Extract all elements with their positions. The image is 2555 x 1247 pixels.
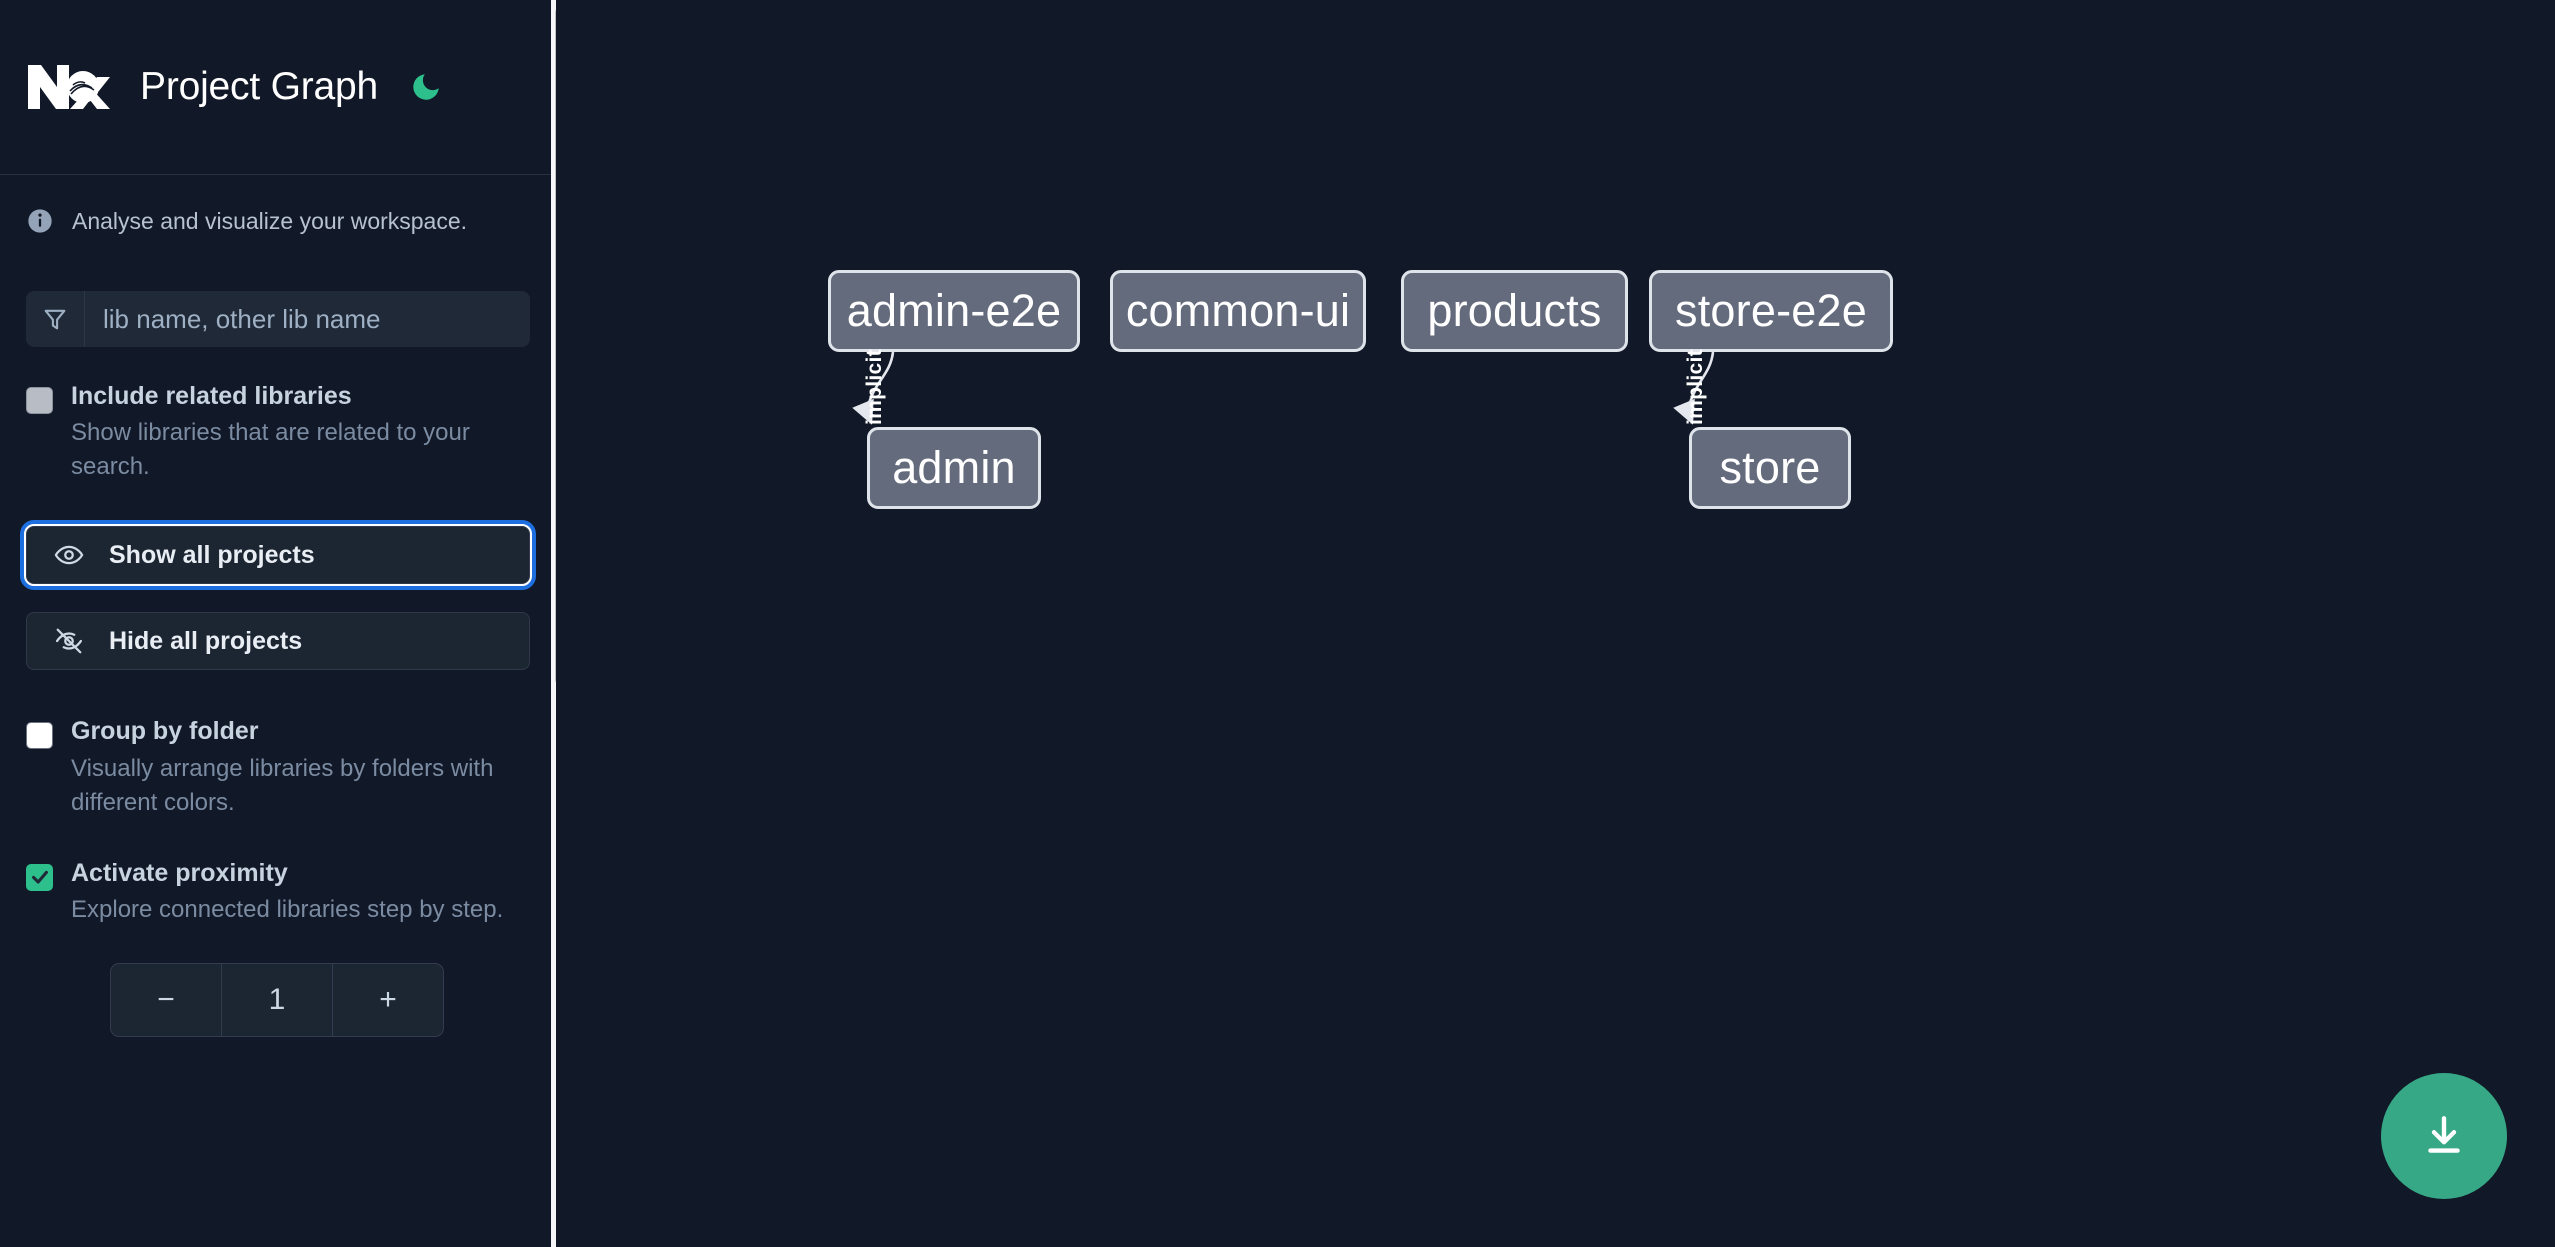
option-group-by-folder[interactable]: Group by folder Visually arrange librari… [26, 716, 530, 819]
nx-logo [28, 65, 110, 109]
info-icon [28, 209, 52, 233]
graph-edges [852, 351, 1715, 425]
graph-node-products[interactable]: products [1401, 270, 1628, 352]
option-include-related-libraries[interactable]: Include related libraries Show libraries… [26, 381, 530, 484]
page-title: Project Graph [140, 65, 379, 108]
eye-icon [53, 539, 85, 571]
check-icon [31, 871, 48, 884]
graph-canvas[interactable]: admin-e2e common-ui products store-e2e a… [573, 0, 2555, 1247]
sidebar-body: Analyse and visualize your workspace. In… [0, 175, 556, 1038]
option-description: Show libraries that are related to your … [71, 419, 470, 481]
edge-label-admin-implicit: implicit [863, 349, 886, 425]
workspace-hint: Analyse and visualize your workspace. [0, 175, 556, 235]
sidebar-header: Project Graph [0, 0, 556, 175]
option-text: Group by folder Visually arrange librari… [71, 716, 516, 819]
moon-glyph [413, 74, 439, 100]
graph-node-store-e2e[interactable]: store-e2e [1649, 270, 1893, 352]
show-all-projects-label: Show all projects [109, 540, 315, 569]
sidebar-scrollbar-thumb[interactable] [555, 6, 556, 686]
workspace-hint-text: Analyse and visualize your workspace. [72, 207, 468, 234]
eye-glyph [54, 546, 84, 565]
edge-store-e2e-store [1673, 351, 1715, 425]
hide-all-projects-label: Hide all projects [109, 626, 303, 655]
download-icon [2428, 1116, 2460, 1153]
download-graph-button[interactable] [2381, 1073, 2507, 1199]
graph-node-common-ui[interactable]: common-ui [1110, 270, 1366, 352]
option-description: Explore connected libraries step by step… [71, 896, 504, 924]
graph-node-admin-e2e[interactable]: admin-e2e [828, 270, 1080, 352]
moon-icon[interactable] [406, 67, 446, 107]
search-input[interactable] [85, 291, 530, 347]
option-activate-proximity[interactable]: Activate proximity Explore connected lib… [26, 858, 530, 927]
option-text: Include related libraries Show libraries… [71, 381, 516, 484]
proximity-increment-button[interactable]: + [379, 983, 397, 1017]
include-related-libraries-checkbox[interactable] [26, 387, 53, 414]
funnel-glyph [44, 309, 66, 330]
option-text: Activate proximity Explore connected lib… [71, 858, 503, 927]
proximity-value: 1 [221, 964, 333, 1037]
graph-node-store[interactable]: store [1689, 427, 1851, 509]
edge-admin-e2e-admin [852, 351, 895, 425]
eye-off-glyph [56, 629, 82, 654]
sidebar-scrollbar[interactable] [551, 0, 556, 1247]
hide-all-projects-button[interactable]: Hide all projects [26, 612, 530, 671]
edge-label-store-implicit: implicit [1684, 349, 1707, 425]
filter-field[interactable] [26, 291, 530, 347]
option-title: Activate proximity [71, 858, 288, 887]
funnel-icon [26, 291, 85, 347]
proximity-decrement-button[interactable]: − [157, 983, 175, 1017]
proximity-stepper: − 1 + [110, 963, 444, 1038]
graph-node-admin[interactable]: admin [867, 427, 1041, 509]
eye-off-icon [53, 625, 85, 657]
option-description: Visually arrange libraries by folders wi… [71, 754, 494, 816]
option-title: Group by folder [71, 717, 259, 746]
sidebar: Project Graph Analyse and visualize your… [0, 0, 556, 1247]
group-by-folder-checkbox[interactable] [26, 722, 53, 750]
activate-proximity-checkbox[interactable] [26, 863, 53, 891]
option-title: Include related libraries [71, 382, 352, 410]
show-all-projects-button[interactable]: Show all projects [20, 520, 536, 591]
